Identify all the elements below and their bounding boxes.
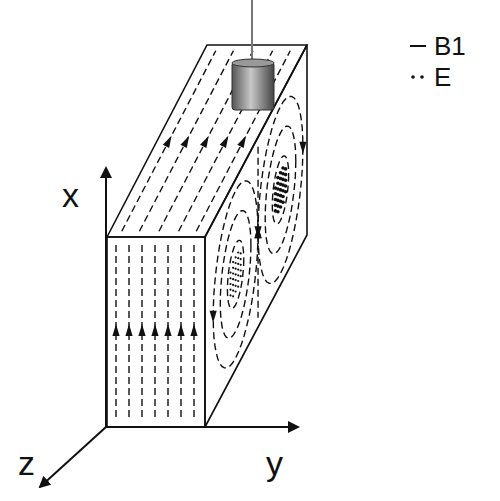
field-arrow: [190, 324, 197, 336]
field-arrow: [200, 136, 209, 148]
e-field-dots: [274, 166, 288, 213]
legend-line-sample: [410, 45, 426, 47]
field-arrow: [299, 142, 306, 154]
field-arrow: [151, 324, 158, 336]
field-line: [227, 240, 243, 308]
field-arrow: [254, 226, 261, 238]
top-face: [107, 45, 307, 237]
legend-dot-sample: [411, 75, 424, 79]
e-field-dots: [229, 251, 241, 297]
probe-top: [232, 59, 274, 67]
y-axis: [106, 426, 298, 428]
axes: [40, 168, 298, 487]
cavity-box: [107, 45, 307, 427]
field-arrow: [254, 226, 261, 238]
field-arrow: [254, 226, 261, 238]
field-arrow: [210, 311, 217, 323]
field-line: [220, 211, 251, 339]
field-arrow: [180, 136, 189, 148]
front-face: [107, 237, 205, 427]
z-axis: [40, 427, 106, 487]
field-arrow: [220, 136, 229, 148]
side-face: [205, 45, 307, 427]
probe-cylinder: [232, 62, 274, 110]
probe-wire: [251, 0, 253, 64]
legend-label: E: [434, 64, 451, 90]
field-lines: [112, 51, 306, 420]
field-arrow: [138, 324, 145, 336]
x-axis: [105, 168, 107, 427]
axis-label: z: [18, 446, 35, 480]
field-arrow: [163, 136, 172, 148]
legend-label: B1: [434, 33, 466, 59]
field-line: [122, 51, 216, 231]
field-arrow: [112, 324, 119, 336]
field-arrow: [237, 136, 246, 148]
field-arrow: [125, 324, 132, 336]
field-line: [272, 156, 288, 224]
field-line: [139, 51, 233, 231]
axis-label: x: [62, 178, 79, 212]
field-line: [265, 126, 296, 254]
field-arrow: [177, 324, 184, 336]
axis-label: y: [266, 446, 283, 480]
field-arrow: [164, 324, 171, 336]
field-line: [196, 51, 290, 231]
